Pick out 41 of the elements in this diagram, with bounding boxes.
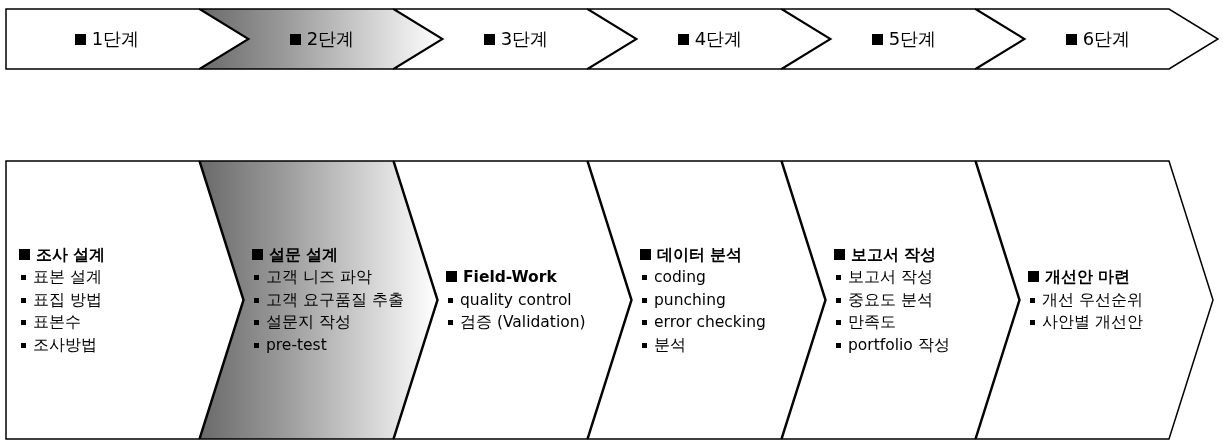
bullet-item: 표본수 [19,311,81,334]
chevron-shape [199,160,438,440]
chevron-shape [393,8,637,70]
bullet-item: 중요도 분석 [834,288,933,312]
chevron-shape [975,160,1214,440]
chevron-shape [781,160,1020,440]
bullet-item: 보고서 작성 [834,266,933,289]
step-heading: 조사 설계 [19,243,106,267]
bullet-item: 고객 니즈 파악 [252,266,372,289]
bullet-item: 설문지 작성 [252,311,351,334]
bullet-item: quality control [446,288,572,312]
bullet-item: portfolio 작성 [834,333,950,357]
chevron-shape [781,8,1025,70]
bullet-item: 개선 우선순위 [1028,288,1143,312]
step-heading: 개선안 마련 [1028,266,1131,289]
bullet-item: error checking [640,311,766,334]
step-label: 3단계 [483,27,549,51]
bullet-item: punching [640,288,726,312]
bullet-item: 검증 (Validation) [446,311,586,334]
step-label: 4단계 [677,27,743,51]
step-heading: 보고서 작성 [834,243,937,267]
step-heading: Field-Work [446,266,557,289]
step-label: 2단계 [289,27,355,51]
chevron-shape [199,8,443,70]
step-heading: 데이터 분석 [640,243,743,267]
bullet-item: 조사방법 [19,333,97,357]
step-label: 5단계 [871,27,937,51]
chevron-shape [975,8,1219,70]
bullet-item: 표집 방법 [19,288,102,312]
chevron-shape [587,160,826,440]
bullet-item: 분석 [640,333,686,357]
bullet-item: coding [640,266,706,289]
bullet-item: 표본 설계 [19,266,102,289]
bullet-item: 고객 요구품질 추출 [252,288,404,312]
bullet-item: 사안별 개선안 [1028,311,1143,334]
bullet-item: pre-test [252,333,327,357]
chevron-shape [587,8,831,70]
bullet-item: 만족도 [834,311,896,334]
chevron-shape [5,160,244,440]
step-label: 6단계 [1065,27,1131,51]
step-heading: 설문 설계 [252,243,339,267]
